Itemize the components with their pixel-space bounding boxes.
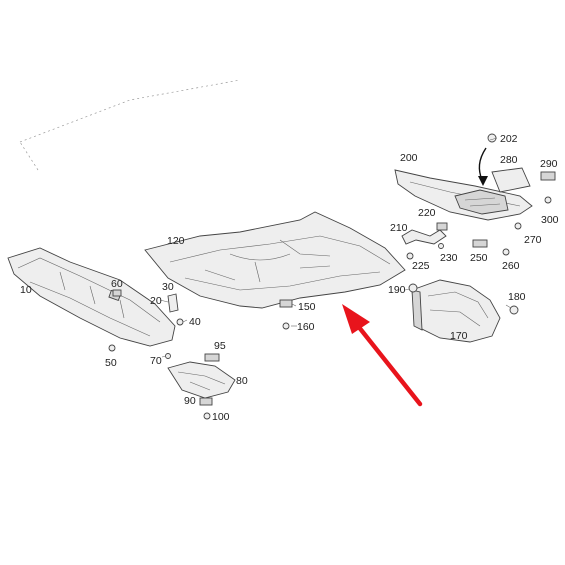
- label-20: 20: [150, 295, 162, 307]
- label-160: 160: [297, 321, 315, 333]
- label-100: 100: [212, 411, 230, 423]
- screw-300: [544, 196, 552, 204]
- label-270: 270: [524, 234, 542, 246]
- part-210-bracket: [401, 229, 447, 245]
- part-170-wheel-liner: [411, 279, 501, 343]
- label-60: 60: [111, 278, 123, 290]
- label-260: 260: [502, 260, 520, 272]
- part-280-plate: [491, 167, 531, 193]
- clip-180: [509, 305, 519, 315]
- nut-202: [487, 133, 497, 143]
- black-arrow-icon: [478, 147, 487, 181]
- label-190: 190: [388, 284, 406, 296]
- label-280: 280: [500, 154, 518, 166]
- label-290: 290: [540, 158, 558, 170]
- label-40: 40: [189, 316, 201, 328]
- label-210: 210: [390, 222, 408, 234]
- label-30: 30: [162, 281, 174, 293]
- leader-lines: [159, 137, 512, 358]
- clip-220: [436, 222, 448, 231]
- screw-160: [282, 322, 290, 330]
- label-220: 220: [418, 207, 436, 219]
- screw-260: [502, 248, 510, 256]
- label-90: 90: [184, 395, 196, 407]
- label-300: 300: [541, 214, 559, 226]
- label-170: 170: [450, 330, 468, 342]
- screw-40: [176, 318, 184, 326]
- label-80: 80: [236, 375, 248, 387]
- screw-100: [203, 412, 211, 420]
- part-labels: 10 20 30 40 50 60 70 80 90 95 100 120 15…: [20, 133, 559, 423]
- label-230: 230: [440, 252, 458, 264]
- screw-270: [514, 222, 522, 230]
- label-120: 120: [167, 235, 185, 247]
- label-50: 50: [105, 357, 117, 369]
- clip-60: [112, 289, 122, 297]
- label-250: 250: [470, 252, 488, 264]
- label-180: 180: [508, 291, 526, 303]
- screw-70: [165, 353, 171, 359]
- part-200-rear-tray: [394, 169, 533, 221]
- label-95: 95: [214, 340, 226, 352]
- part-10-front-panel: [7, 247, 176, 347]
- clip-250: [472, 239, 488, 248]
- label-200: 200: [400, 152, 418, 164]
- fasteners: [108, 133, 552, 420]
- label-202: 202: [500, 133, 518, 145]
- screw-50: [108, 344, 116, 352]
- sheet-border-top: [19, 79, 241, 143]
- part-290-clip: [540, 171, 556, 181]
- clip-20: [167, 293, 179, 313]
- screw-230: [438, 243, 444, 249]
- label-225: 225: [412, 260, 430, 272]
- part-120-center-panel: [144, 211, 406, 309]
- sheet-border-left: [19, 141, 39, 171]
- screw-225: [406, 252, 414, 260]
- black-arrow-head-icon: [478, 176, 488, 186]
- label-10: 10: [20, 284, 32, 296]
- grommet-190: [408, 283, 418, 293]
- part-80-bracket: [167, 353, 236, 406]
- red-arrow-icon: [342, 304, 423, 407]
- label-70: 70: [150, 355, 162, 367]
- label-150: 150: [298, 301, 316, 313]
